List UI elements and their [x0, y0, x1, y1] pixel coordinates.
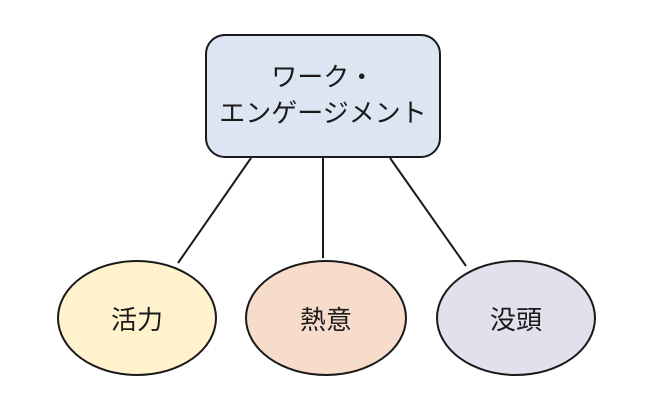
child-label-dedication: 熱意 [299, 305, 352, 336]
child-node-absorption: 没頭 [436, 260, 596, 376]
child-label-absorption: 没頭 [489, 305, 542, 336]
root-label-line-1: ワーク・ [271, 63, 375, 93]
root-node-work-engagement: ワーク・ エンゲージメント [205, 34, 441, 158]
connector-root-to-absorption [389, 157, 467, 267]
child-node-vigor: 活力 [57, 260, 217, 376]
connector-root-to-vigor [177, 157, 252, 264]
root-label-line-2: エンゲージメント [219, 99, 427, 129]
child-node-dedication: 熱意 [245, 260, 407, 376]
child-label-vigor: 活力 [110, 305, 163, 336]
